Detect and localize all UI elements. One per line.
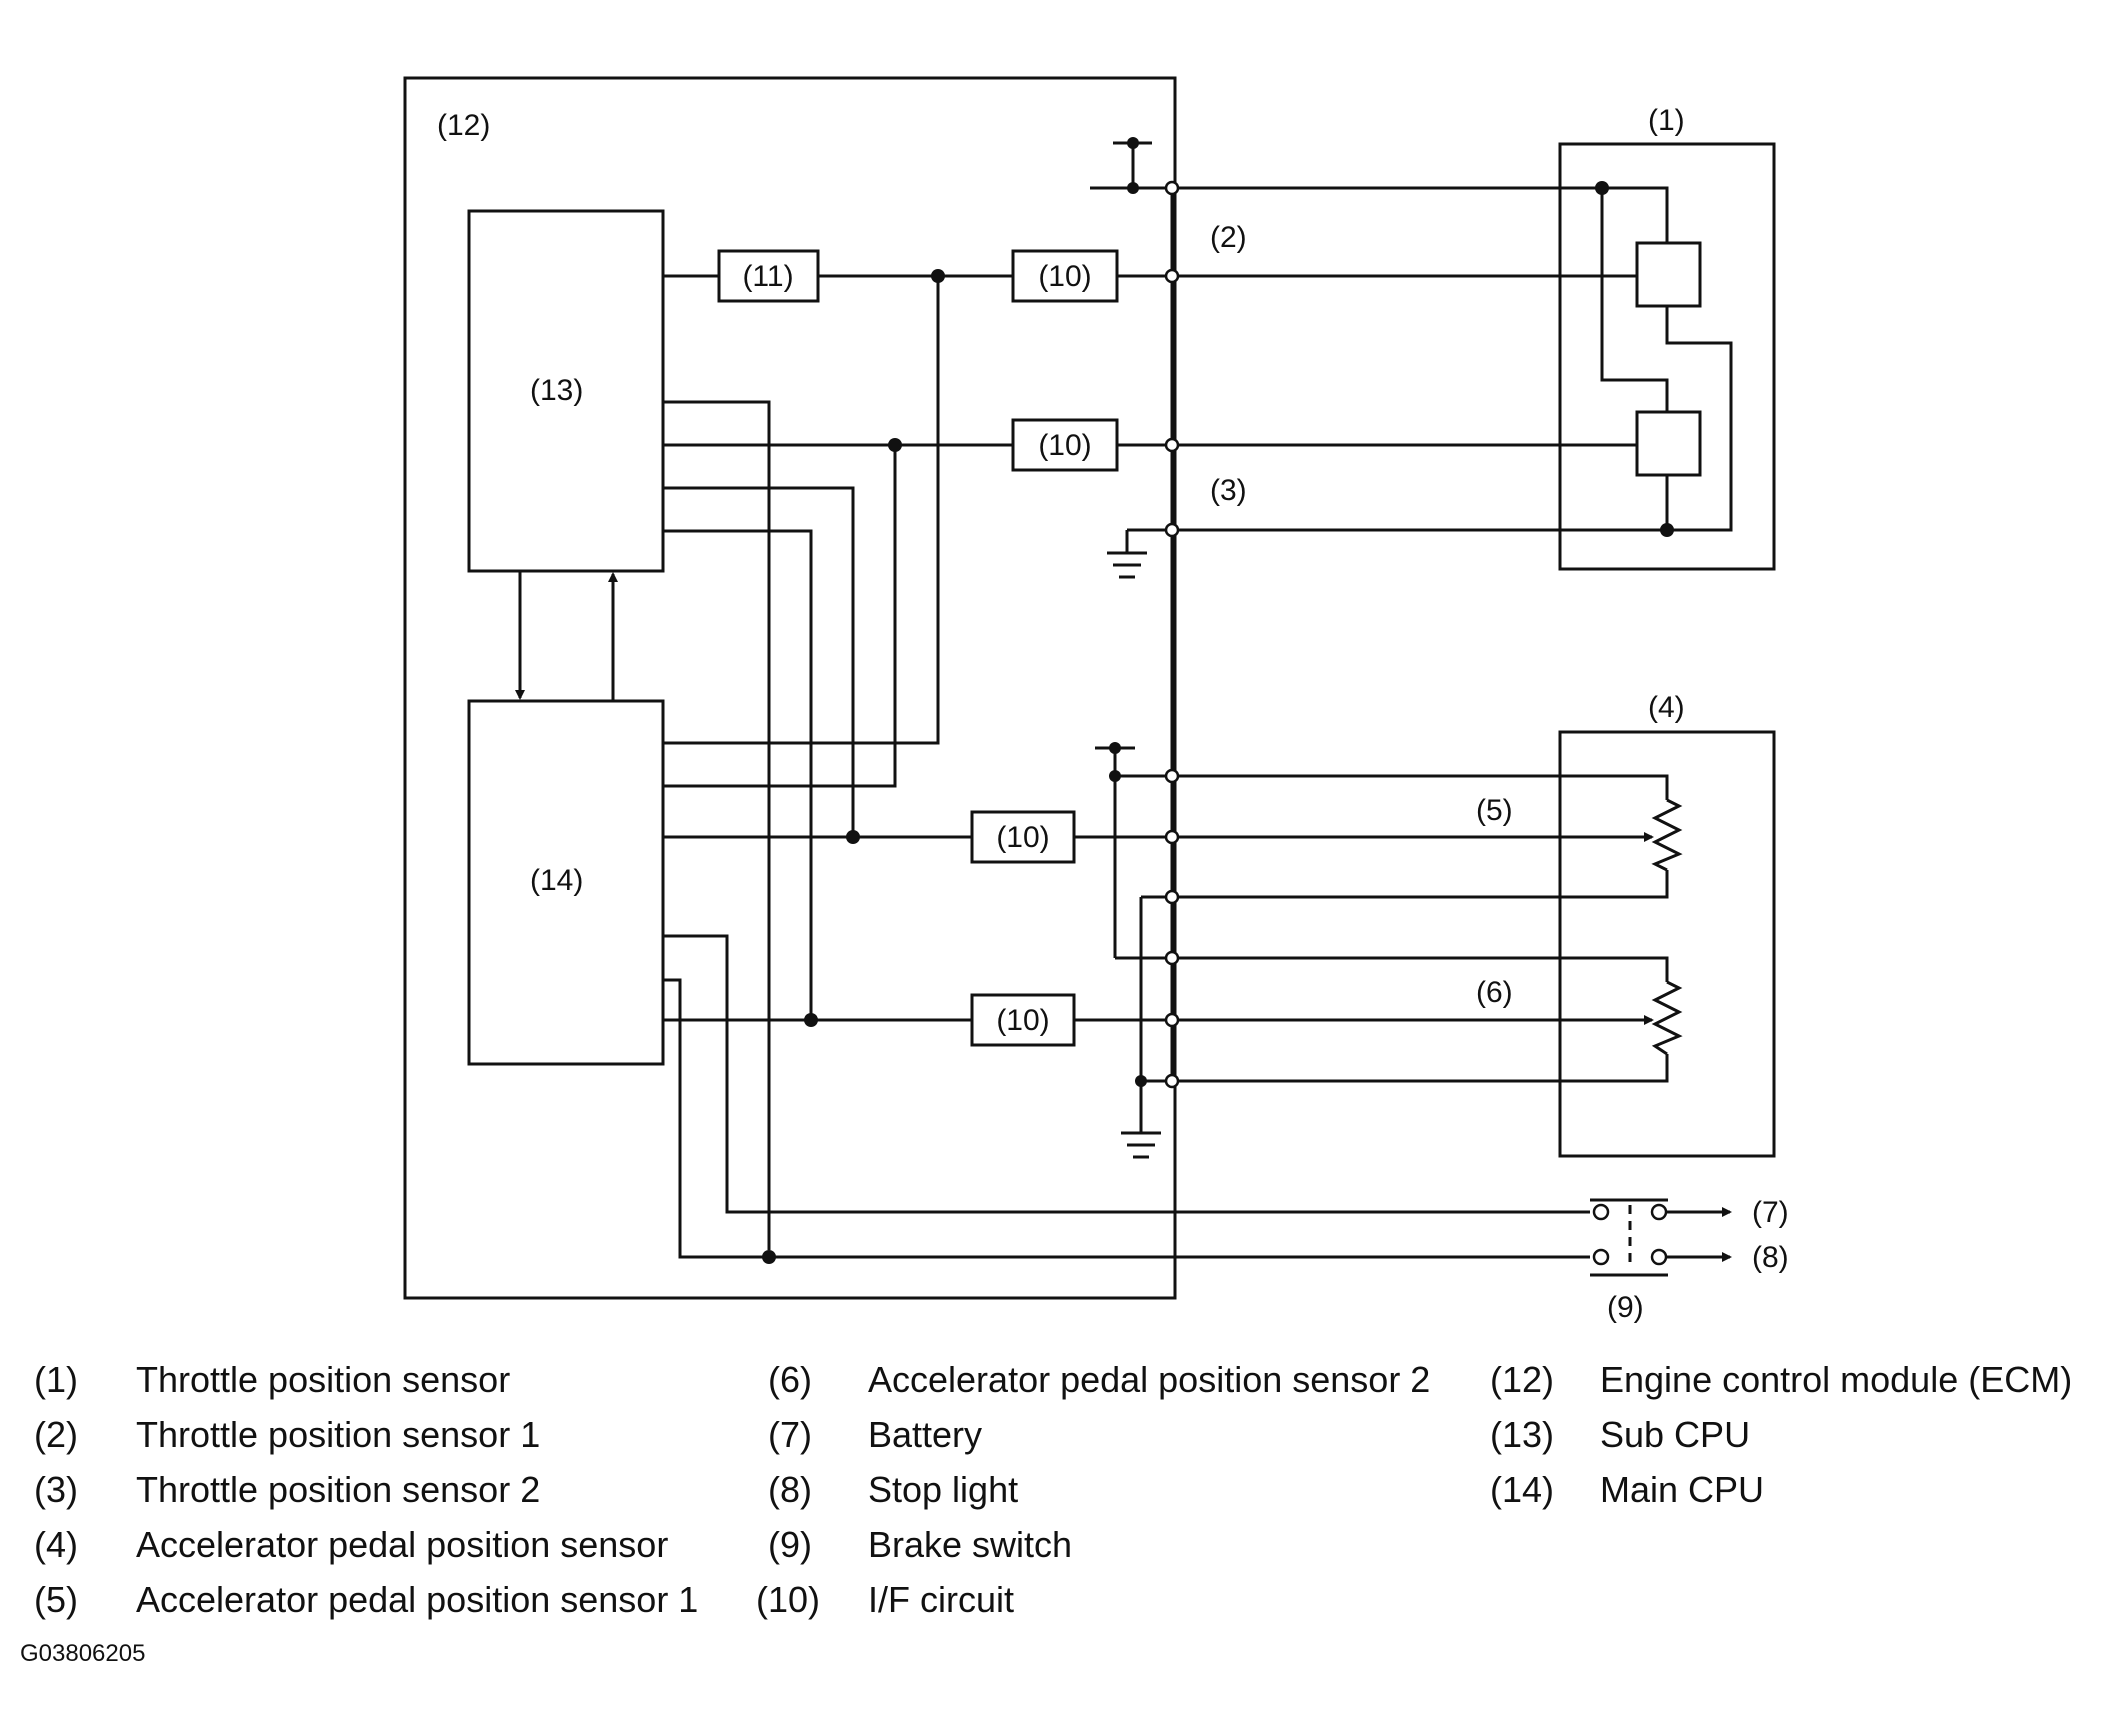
legend: (1) Throttle position sensor (2) Throttl… (0, 1350, 2124, 1650)
brake-switch (1590, 1198, 1732, 1277)
main-cpu-box (467, 699, 665, 1066)
block-11-label: (11) (742, 260, 793, 293)
power-supply-symbol-top (1090, 137, 1172, 194)
legend-num-4: (4) (34, 1524, 78, 1565)
power-supply-symbol-bottom (1095, 742, 1172, 960)
stop-light-label: (8) (1752, 1241, 1789, 1274)
if-circuit-apps2-label: (10) (996, 1004, 1049, 1037)
block-11 (717, 249, 820, 303)
legend-num-13: (13) (1490, 1414, 1555, 1455)
legend-text-4: Accelerator pedal position sensor (136, 1524, 669, 1565)
ecm-label: (12) (437, 109, 490, 142)
brake-switch-label: (9) (1607, 1291, 1644, 1324)
legend-text-9: Brake switch (868, 1524, 1073, 1565)
throttle-position-sensor-wiring (1172, 181, 1733, 537)
apps2-label: (6) (1476, 976, 1513, 1009)
accelerator-pedal-position-sensor-wiring (1172, 774, 1683, 1083)
legend-text-2: Throttle position sensor 1 (136, 1414, 541, 1455)
legend-num-3: (3) (34, 1469, 78, 1510)
ground-symbol-top (1107, 528, 1172, 579)
main-cpu-label: (14) (530, 864, 583, 897)
legend-num-12: (12) (1490, 1359, 1555, 1400)
legend-num-10: (10) (756, 1579, 821, 1620)
if-circuit-apps1 (970, 810, 1076, 864)
accelerator-pedal-position-sensor-box (1558, 730, 1776, 1158)
if-circuit-apps2 (970, 993, 1076, 1047)
legend-text-3: Throttle position sensor 2 (136, 1469, 541, 1510)
tps1-label: (2) (1210, 221, 1247, 254)
legend-text-5: Accelerator pedal position sensor 1 (136, 1579, 699, 1620)
tps-label: (1) (1648, 104, 1685, 137)
tps2-element (1635, 410, 1702, 477)
main-cpu-wiring (663, 830, 1590, 1264)
legend-num-14: (14) (1490, 1469, 1555, 1510)
legend-text-7: Battery (868, 1414, 983, 1455)
ecm-box (403, 76, 1177, 1300)
if-circuit-tps2-label: (10) (1038, 429, 1091, 462)
tps2-label: (3) (1210, 474, 1247, 507)
legend-text-1: Throttle position sensor (136, 1359, 511, 1400)
sub-cpu-wiring (663, 269, 1013, 1250)
sub-cpu-label: (13) (530, 374, 583, 407)
legend-text-13: Sub CPU (1600, 1414, 1751, 1455)
tps1-element (1635, 241, 1702, 308)
wiring-diagram: (12) (13) (14) (403, 76, 1789, 1324)
apps-label: (4) (1648, 691, 1685, 724)
legend-text-14: Main CPU (1600, 1469, 1765, 1510)
if-circuit-tps2 (1011, 418, 1119, 472)
legend-text-12: Engine control module (ECM) (1600, 1359, 2073, 1400)
if-circuit-apps1-label: (10) (996, 821, 1049, 854)
legend-num-6: (6) (768, 1359, 812, 1400)
image-id: G03806205 (20, 1640, 146, 1667)
legend-text-8: Stop light (868, 1469, 1019, 1510)
legend-num-1: (1) (34, 1359, 78, 1400)
legend-num-9: (9) (768, 1524, 812, 1565)
connector-terminals (1164, 180, 1180, 1089)
throttle-position-sensor-box (1558, 142, 1776, 571)
if-circuit-tps1-label: (10) (1038, 260, 1091, 293)
legend-num-5: (5) (34, 1579, 78, 1620)
ground-symbol-bottom (1121, 895, 1172, 1159)
apps1-label: (5) (1476, 794, 1513, 827)
legend-num-8: (8) (768, 1469, 812, 1510)
legend-text-6: Accelerator pedal position sensor 2 (868, 1359, 1431, 1400)
legend-num-7: (7) (768, 1414, 812, 1455)
legend-num-2: (2) (34, 1414, 78, 1455)
sub-cpu-box (467, 209, 665, 573)
battery-label: (7) (1752, 1196, 1789, 1229)
legend-text-10: I/F circuit (868, 1579, 1015, 1620)
